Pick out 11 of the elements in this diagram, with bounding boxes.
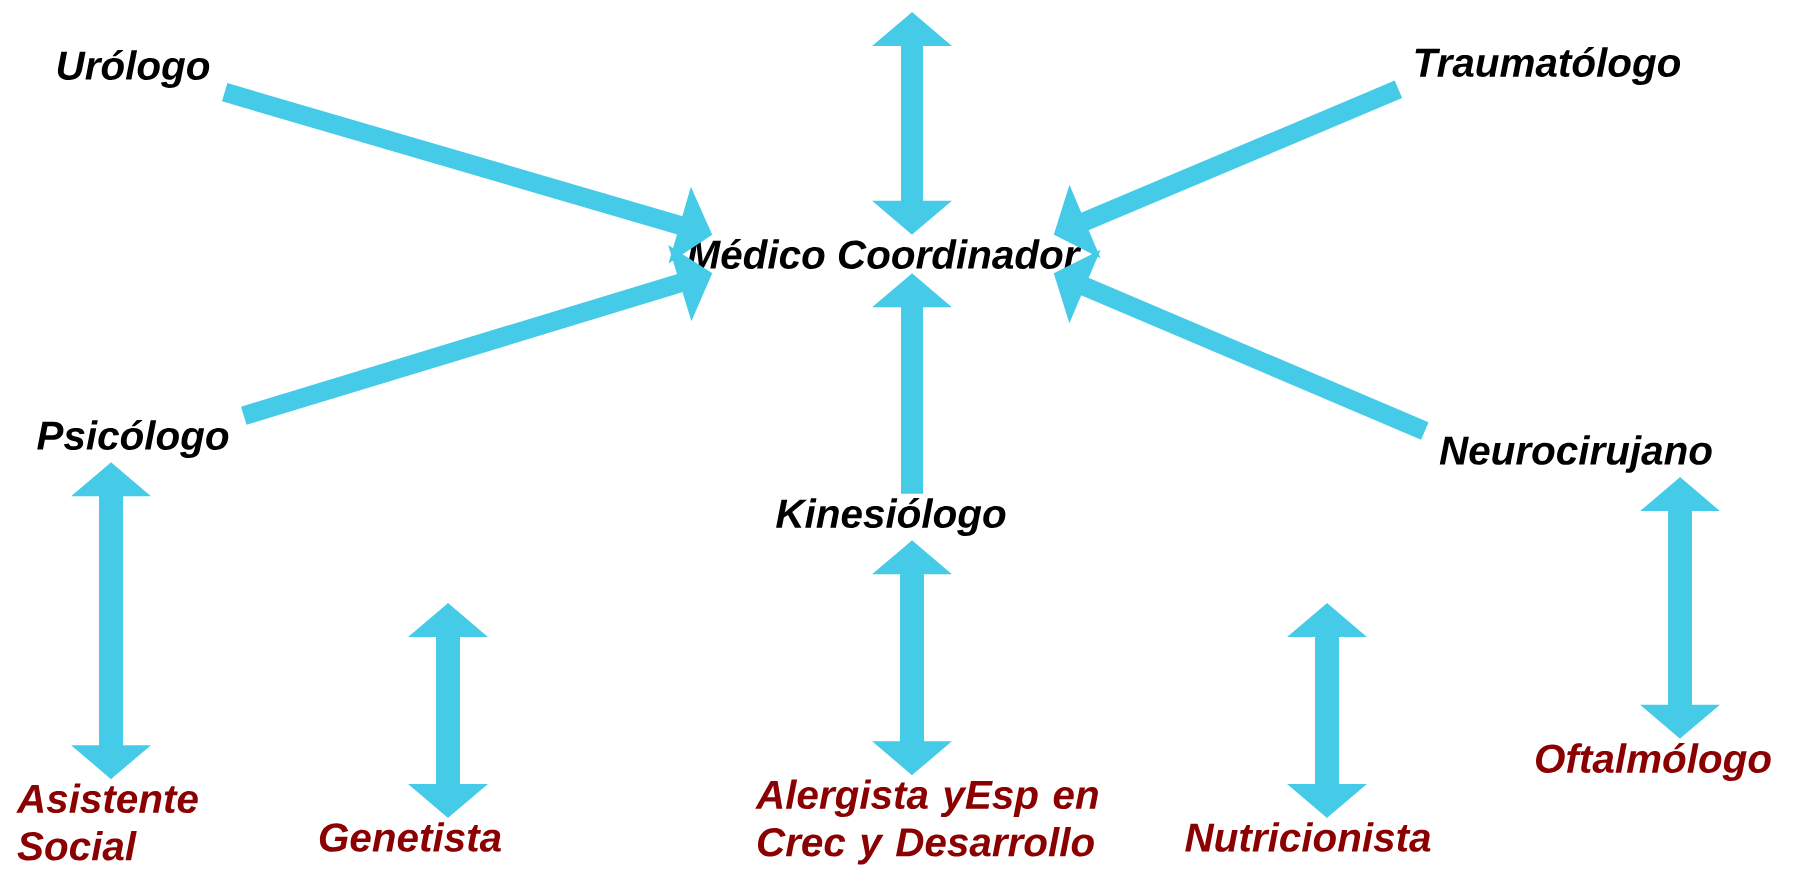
specialist-label: Traumatólogo xyxy=(1415,46,1681,85)
specialist-label: Neurocirujano xyxy=(1439,435,1712,473)
specialist-label: Genetista xyxy=(319,822,501,852)
specialist-label: Urólogo xyxy=(57,49,210,88)
specialist-label: Nutricionista xyxy=(1185,822,1431,852)
specialist-label: Psicólogo xyxy=(37,419,229,458)
specialist-label: Alergista yEsp en Crec y Desarrollo xyxy=(755,779,1098,865)
specialist-label: Kinesiólogo xyxy=(776,497,1006,536)
specialist-label: Oftalmólogo xyxy=(1536,742,1771,781)
specialist-label: Asistente Social xyxy=(16,783,198,861)
specialist-label: Médico Coordinador xyxy=(687,238,1082,270)
